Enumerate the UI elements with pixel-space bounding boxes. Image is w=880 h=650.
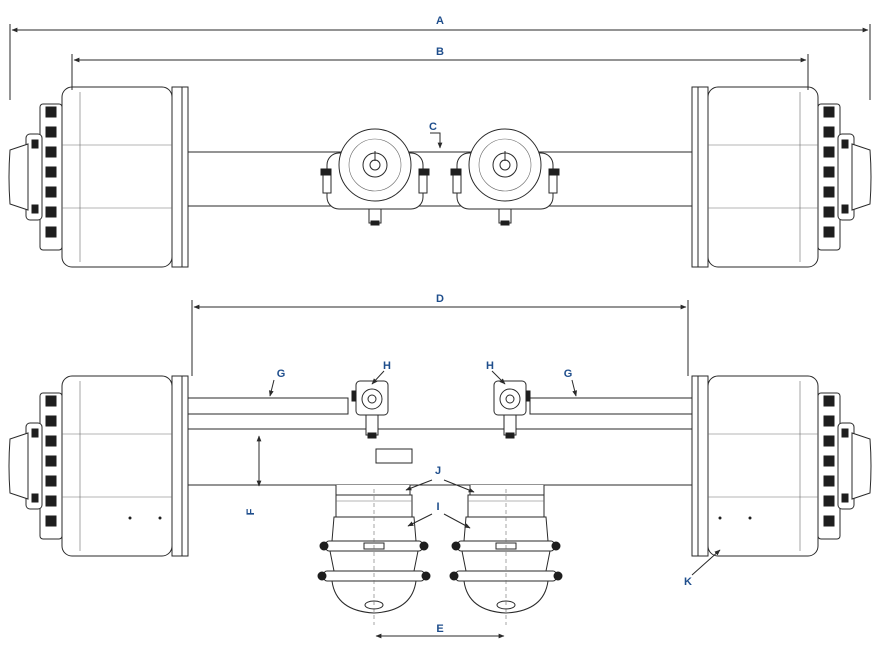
leader-g-left xyxy=(268,379,275,397)
bottom-view xyxy=(8,375,872,625)
leader-g-right xyxy=(571,379,578,397)
right-wheel-hub-bottom xyxy=(691,375,872,557)
dimension-label-e: E xyxy=(436,623,443,635)
leader-j-right xyxy=(443,479,475,493)
callout-label-j: J xyxy=(435,465,441,477)
axle-center-plate xyxy=(375,448,413,464)
top-view: A B C xyxy=(8,15,872,268)
leader-c xyxy=(430,132,443,149)
left-wheel-hub-top xyxy=(8,86,189,268)
callout-label-k: K xyxy=(684,576,692,588)
callout-label-g-right: G xyxy=(564,368,573,380)
callout-label-i: I xyxy=(436,501,439,513)
leader-h-right xyxy=(491,370,506,385)
camshaft-left xyxy=(187,397,349,415)
callout-label-h-left: H xyxy=(383,360,391,372)
left-wheel-hub-bottom xyxy=(8,375,189,557)
dimension-label-a: A xyxy=(436,15,444,27)
brake-chamber-top-right xyxy=(450,128,560,226)
leader-i-left xyxy=(407,513,433,527)
dimension-label-f: F xyxy=(245,508,257,515)
brake-chamber-top-left xyxy=(320,128,430,226)
callout-label-c: C xyxy=(429,121,437,133)
leader-k xyxy=(691,549,721,576)
callout-label-g-left: G xyxy=(277,368,286,380)
camshaft-right xyxy=(529,397,693,415)
leader-j-left xyxy=(405,479,433,491)
callout-label-h-right: H xyxy=(486,360,494,372)
dimension-label-d: D xyxy=(436,293,444,305)
leader-i-right xyxy=(443,513,471,529)
right-wheel-hub-top xyxy=(691,86,872,268)
axle-tube-bottom xyxy=(185,428,695,486)
dimension-label-b: B xyxy=(436,46,444,58)
axle-tube-top xyxy=(185,151,695,207)
leader-h-left xyxy=(371,370,385,385)
